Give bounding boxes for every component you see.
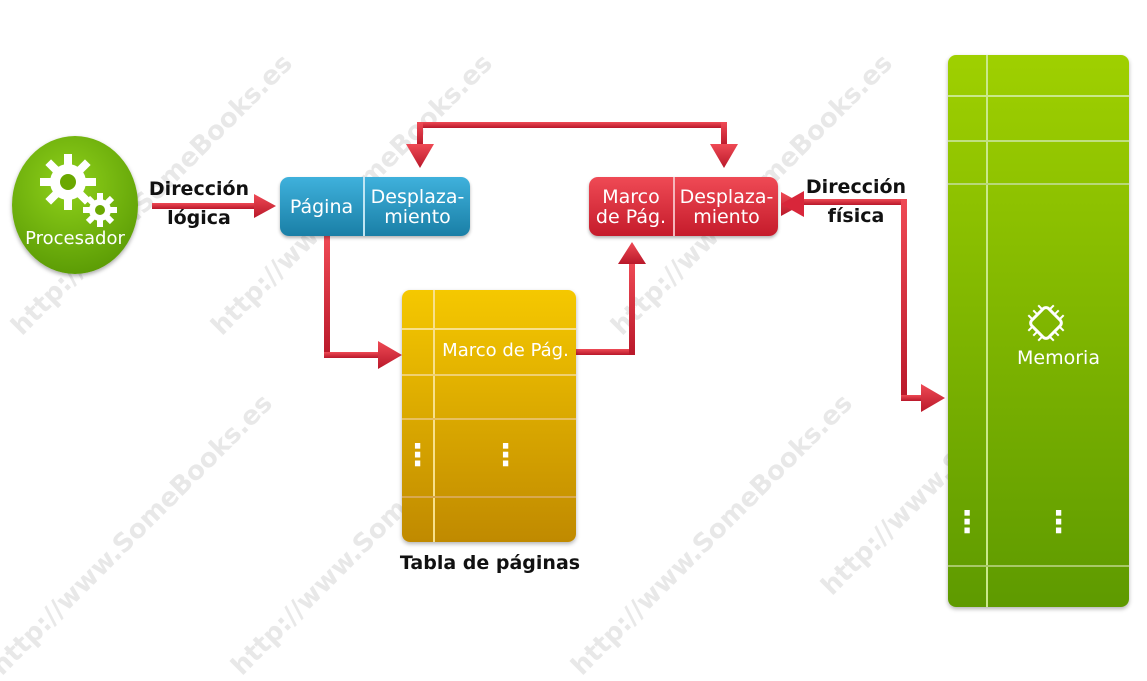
logical-address-box: Página Desplaza- miento — [280, 177, 470, 236]
processor-label: Procesador — [25, 228, 125, 249]
connector-arrows — [152, 122, 945, 412]
arrow-page-head — [378, 341, 402, 369]
page-table-ellipsis-right: ⋮ — [490, 438, 521, 473]
processor-node: Procesador — [12, 136, 138, 274]
arrow-physical-down — [901, 199, 907, 401]
logical-address-label: Dirección lógica — [146, 175, 252, 233]
memory-label: Memoria — [1017, 347, 1100, 369]
field-divider — [673, 177, 675, 236]
arrow-frame-up — [629, 262, 635, 355]
arrow-offset-top — [417, 122, 727, 128]
physical-address-box: Marco de Pág. Desplaza- miento — [589, 177, 778, 236]
field-divider — [363, 177, 365, 236]
arrow-physical-top — [803, 199, 907, 205]
arrow-frame-head — [618, 242, 646, 264]
offset-field: Desplaza- miento — [365, 177, 470, 236]
offset-line1: Desplaza- — [370, 185, 465, 208]
frame-line2: de Pág. — [595, 205, 667, 228]
arrow-logical-head — [254, 194, 276, 218]
memory-ellipsis-right: ⋮ — [1043, 505, 1074, 540]
physical-offset-line2: miento — [693, 205, 760, 228]
arrow-offset-right-head — [710, 144, 738, 168]
logical-address-line1: Dirección — [148, 178, 250, 200]
table-column-divider — [433, 290, 435, 542]
memory-block: Memoria ⋮ ⋮ — [948, 55, 1129, 607]
logical-address-line2: lógica — [167, 207, 231, 229]
physical-offset-field: Desplaza- miento — [675, 177, 778, 236]
physical-address-line2: física — [827, 205, 885, 227]
memory-row-divider — [948, 95, 1129, 97]
gears-icon — [40, 154, 117, 227]
memory-row-divider — [948, 183, 1129, 185]
table-row-divider — [402, 418, 576, 420]
frame-line1: Marco — [602, 185, 660, 208]
physical-offset-line1: Desplaza- — [679, 185, 774, 208]
page-field: Página — [289, 195, 354, 218]
table-row-divider — [402, 374, 576, 376]
arrow-logical-shaft — [152, 203, 256, 209]
arrow-frame-right — [575, 349, 635, 355]
memory-row-divider — [948, 140, 1129, 142]
physical-address-label: Dirección física — [802, 173, 910, 231]
offset-line2: miento — [384, 205, 451, 228]
physical-address-line1: Dirección — [805, 176, 907, 198]
page-table-caption: Tabla de páginas — [399, 552, 581, 574]
arrow-physical-left-head — [781, 191, 804, 217]
frame-field: Marco de Pág. — [589, 177, 673, 236]
table-row-divider — [402, 496, 576, 498]
arrow-offset-left-head — [406, 144, 434, 168]
page-table-ellipsis-left: ⋮ — [402, 438, 433, 473]
memory-ellipsis-left: ⋮ — [952, 505, 982, 540]
chip-icon — [1027, 304, 1065, 342]
page-table-entry: Marco de Pág. — [442, 340, 569, 361]
page-table: Marco de Pág. ⋮ ⋮ — [402, 290, 576, 542]
arrow-physical-head — [921, 384, 945, 412]
arrow-page-right — [324, 352, 380, 358]
memory-column-divider — [986, 55, 988, 607]
physical-arrow-overlay — [781, 191, 804, 217]
arrow-page-down — [324, 236, 330, 358]
arrow-offset-left — [417, 122, 423, 146]
table-row-divider — [402, 328, 576, 330]
arrow-physical-right — [901, 395, 923, 401]
memory-row-divider — [948, 565, 1129, 567]
arrow-offset-right — [721, 122, 727, 146]
